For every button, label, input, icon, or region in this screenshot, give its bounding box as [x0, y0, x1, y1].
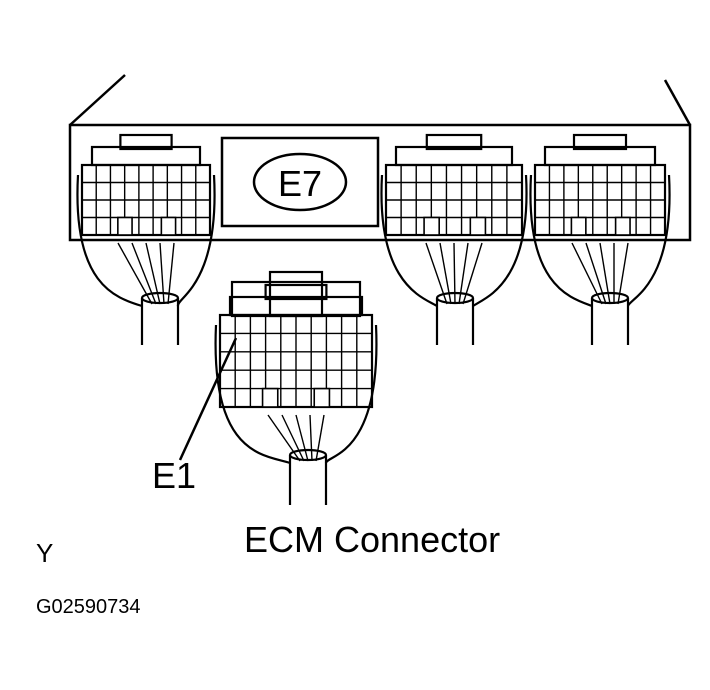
ecm-connector-center-right-harness-left	[380, 174, 438, 307]
e1-connector-plug-latch	[264, 283, 328, 301]
ecm-connector-right-key	[570, 216, 587, 236]
ecm-connector-center-right-key	[469, 216, 487, 236]
ecm-connector-right-harness-right	[626, 174, 671, 307]
e1-pointer-line	[178, 337, 238, 461]
e1-connector-plug-cable-end	[288, 448, 328, 462]
ecm-connector-center-right-key	[423, 216, 440, 236]
ecm-connector-center-right-cable	[435, 298, 475, 345]
ecm-connector-left-harness-left	[76, 174, 143, 308]
e1-connector-plug-harness-right	[324, 324, 378, 464]
ecm-housing	[68, 74, 692, 242]
ecm-connector-center-right-cable-end	[435, 291, 475, 305]
e7-connector-label: E7	[278, 163, 322, 204]
diagram-caption: ECM Connector	[244, 519, 500, 560]
ecm-connector-center-right-harness-right	[472, 174, 528, 307]
e1-plug-housing	[230, 270, 362, 318]
e1-connector-plug-harness-left	[214, 324, 291, 465]
connector-group	[76, 133, 671, 505]
ecm-connector-left-key	[160, 216, 177, 236]
ecm-connector-right-harness-left	[529, 174, 593, 308]
e1-connector-plug	[214, 283, 378, 505]
ecm-connector-left-key	[117, 216, 133, 236]
ecm-connector-right-wire	[599, 242, 611, 305]
ecm-connector-left-latch	[119, 133, 173, 151]
e1-connector-plug-wire	[309, 414, 313, 462]
ecm-connector-right-cable	[590, 298, 630, 345]
e1-connector-plug-cable	[288, 455, 328, 505]
e1-terminal-label: E1	[152, 455, 196, 496]
ecm-connector-right	[529, 133, 671, 345]
figure-code: G02590734	[36, 596, 141, 618]
ecm-connector-right-latch	[572, 133, 628, 151]
ecm-connector-right-key	[614, 216, 631, 236]
corner-letter: Y	[36, 538, 53, 568]
e1-connector-plug-key	[261, 387, 279, 408]
e1-connector-plug-wire	[295, 414, 309, 462]
ecm-connector-left-cable	[140, 298, 180, 345]
e1-connector-plug-wire	[315, 414, 325, 462]
e1-connector-plug-wire	[281, 414, 305, 462]
ecm-connector-left-wire	[159, 242, 165, 305]
ecm-connector-right-cable-end	[590, 291, 630, 305]
e1-plug-latch	[268, 270, 324, 318]
ecm-connector-center-right	[380, 133, 528, 345]
ecm-connector-left	[76, 133, 216, 345]
ecm-connector-center-right-latch	[425, 133, 483, 151]
ecm-connector-left-cable-end	[140, 291, 180, 305]
e1-connector-plug-key	[313, 387, 331, 408]
e1-connector-plug-wire	[267, 414, 301, 462]
e7-label-plate: E7	[220, 136, 380, 228]
ecm-connector-left-harness-right	[176, 174, 216, 307]
ecm-connector-center-right-wire	[453, 242, 456, 305]
